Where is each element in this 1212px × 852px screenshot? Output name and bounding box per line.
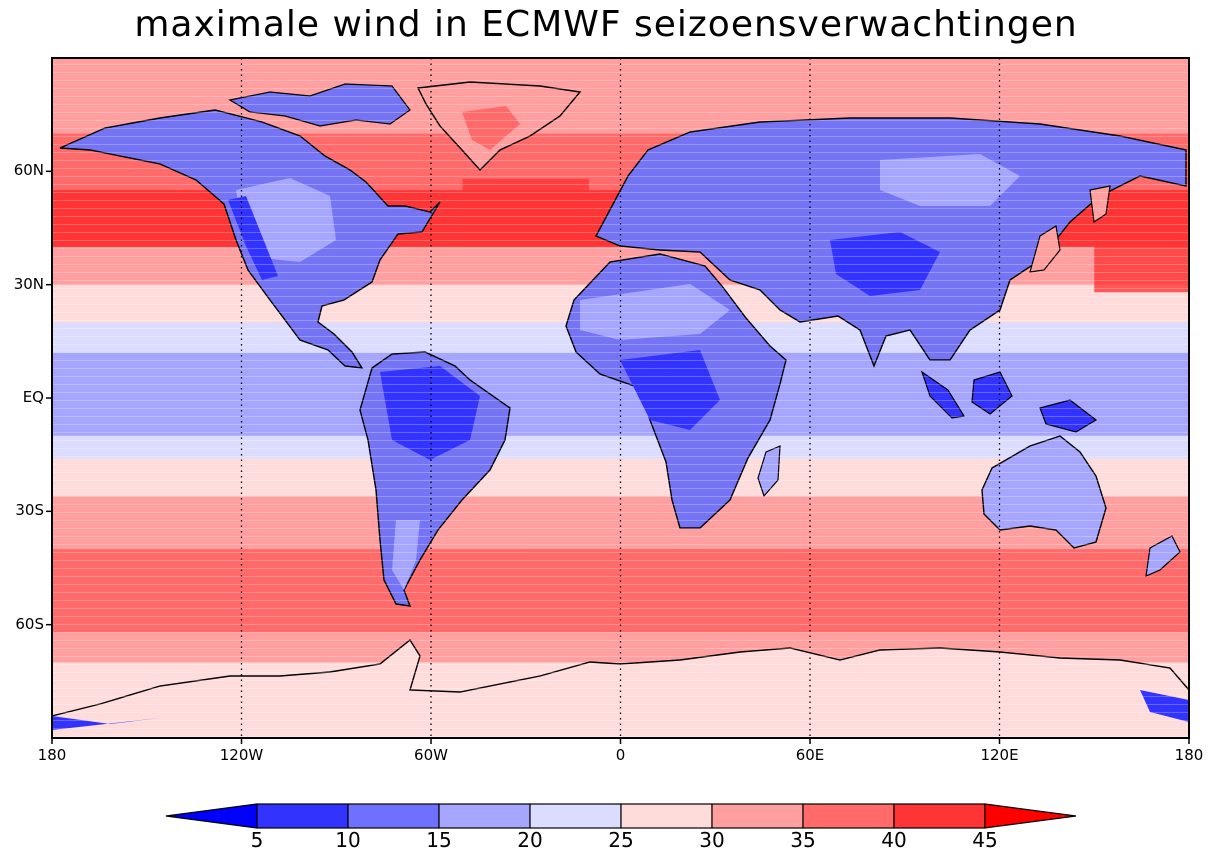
colorbar-label-10: 10	[335, 828, 361, 852]
lon-label-5: 120E	[980, 746, 1019, 764]
colorbar	[165, 803, 1077, 829]
lon-label-6: 180	[1174, 746, 1204, 764]
lat-label-60S: 60S	[15, 614, 44, 633]
colorbar-box-8	[893, 803, 986, 829]
colorbar-box-5	[620, 803, 713, 829]
colorbar-min-arrow	[165, 803, 258, 829]
colorbar-label-25: 25	[608, 828, 634, 852]
colorbar-box-3	[438, 803, 531, 829]
lon-label-1: 120W	[219, 746, 264, 764]
lon-label-2: 60W	[414, 746, 448, 764]
lat-label-EQ: EQ	[22, 388, 44, 406]
colorbar-max-arrow	[984, 803, 1077, 829]
lat-label-30N: 30N	[13, 274, 44, 293]
lon-label-4: 60E	[795, 746, 825, 764]
colorbar-box-2	[347, 803, 440, 829]
storm-track-3	[525, 549, 1000, 618]
colorbar-label-45: 45	[972, 828, 998, 852]
lon-label-0: 180	[37, 746, 67, 764]
meridian-lines	[240, 58, 1001, 738]
map-title: maximale wind in ECMWF seizoensverwachti…	[134, 4, 1078, 45]
colorbar-label-30: 30	[699, 828, 725, 852]
storm-track-0	[52, 190, 242, 247]
lon-label-3: 0	[615, 746, 626, 764]
lat-label-60N: 60N	[13, 161, 44, 180]
colorbar-label-20: 20	[517, 828, 543, 852]
colorbar-label-5: 5	[250, 828, 264, 852]
colorbar-box-1	[256, 803, 349, 829]
storm-track-2	[462, 178, 589, 247]
lat-label-30S: 30S	[15, 501, 44, 520]
storm-track-1	[1094, 190, 1189, 293]
colorbar-label-15: 15	[426, 828, 452, 852]
colorbar-label-40: 40	[881, 828, 907, 852]
colorbar-box-6	[711, 803, 804, 829]
axis-ticks	[46, 170, 1190, 744]
colorbar-box-4	[529, 803, 622, 829]
colorbar-box-7	[802, 803, 895, 829]
colorbar-label-35: 35	[790, 828, 816, 852]
